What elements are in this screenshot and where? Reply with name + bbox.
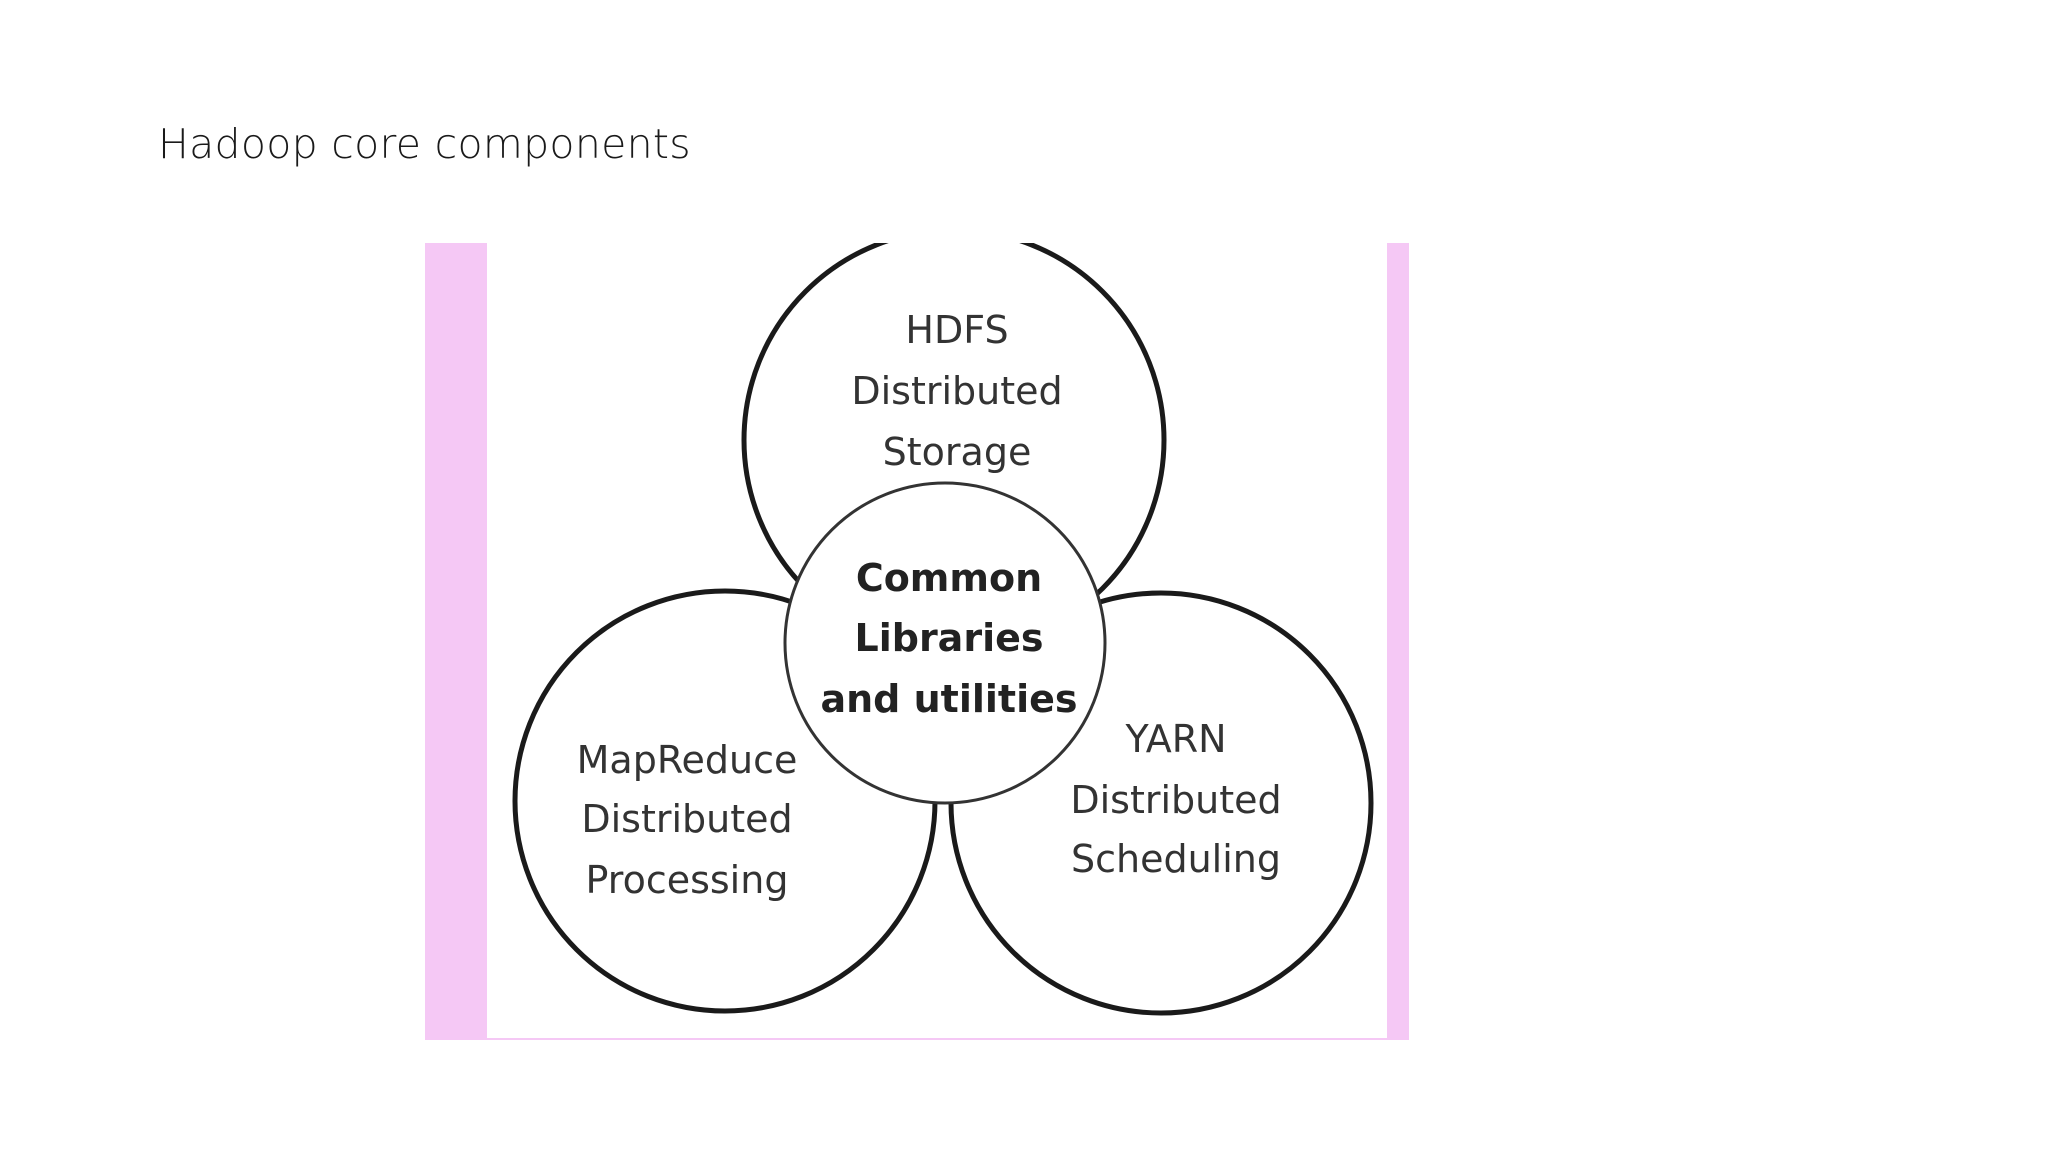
hdfs-label-line-2: Distributed [851,369,1062,413]
mapreduce-label-line-3: Processing [586,858,789,902]
mapreduce-label-line-1: MapReduce [577,738,798,782]
diagram-figure: HDFS Distributed Storage Common Librarie… [425,243,1409,1040]
yarn-label-line-1: YARN [1124,717,1226,761]
common-label-line-2: Libraries [855,616,1044,660]
common-label-line-3: and utilities [820,677,1077,721]
yarn-label-line-2: Distributed [1070,778,1281,822]
hdfs-label-line-1: HDFS [905,308,1008,352]
hadoop-components-diagram: HDFS Distributed Storage Common Librarie… [512,243,1374,1016]
mapreduce-label-line-2: Distributed [581,797,792,841]
common-libraries-circle [783,481,1107,805]
slide-title: Hadoop core components [158,120,691,168]
common-label-line-1: Common [856,556,1042,600]
hdfs-label-line-3: Storage [883,430,1032,474]
yarn-label-line-3: Scheduling [1071,837,1281,881]
